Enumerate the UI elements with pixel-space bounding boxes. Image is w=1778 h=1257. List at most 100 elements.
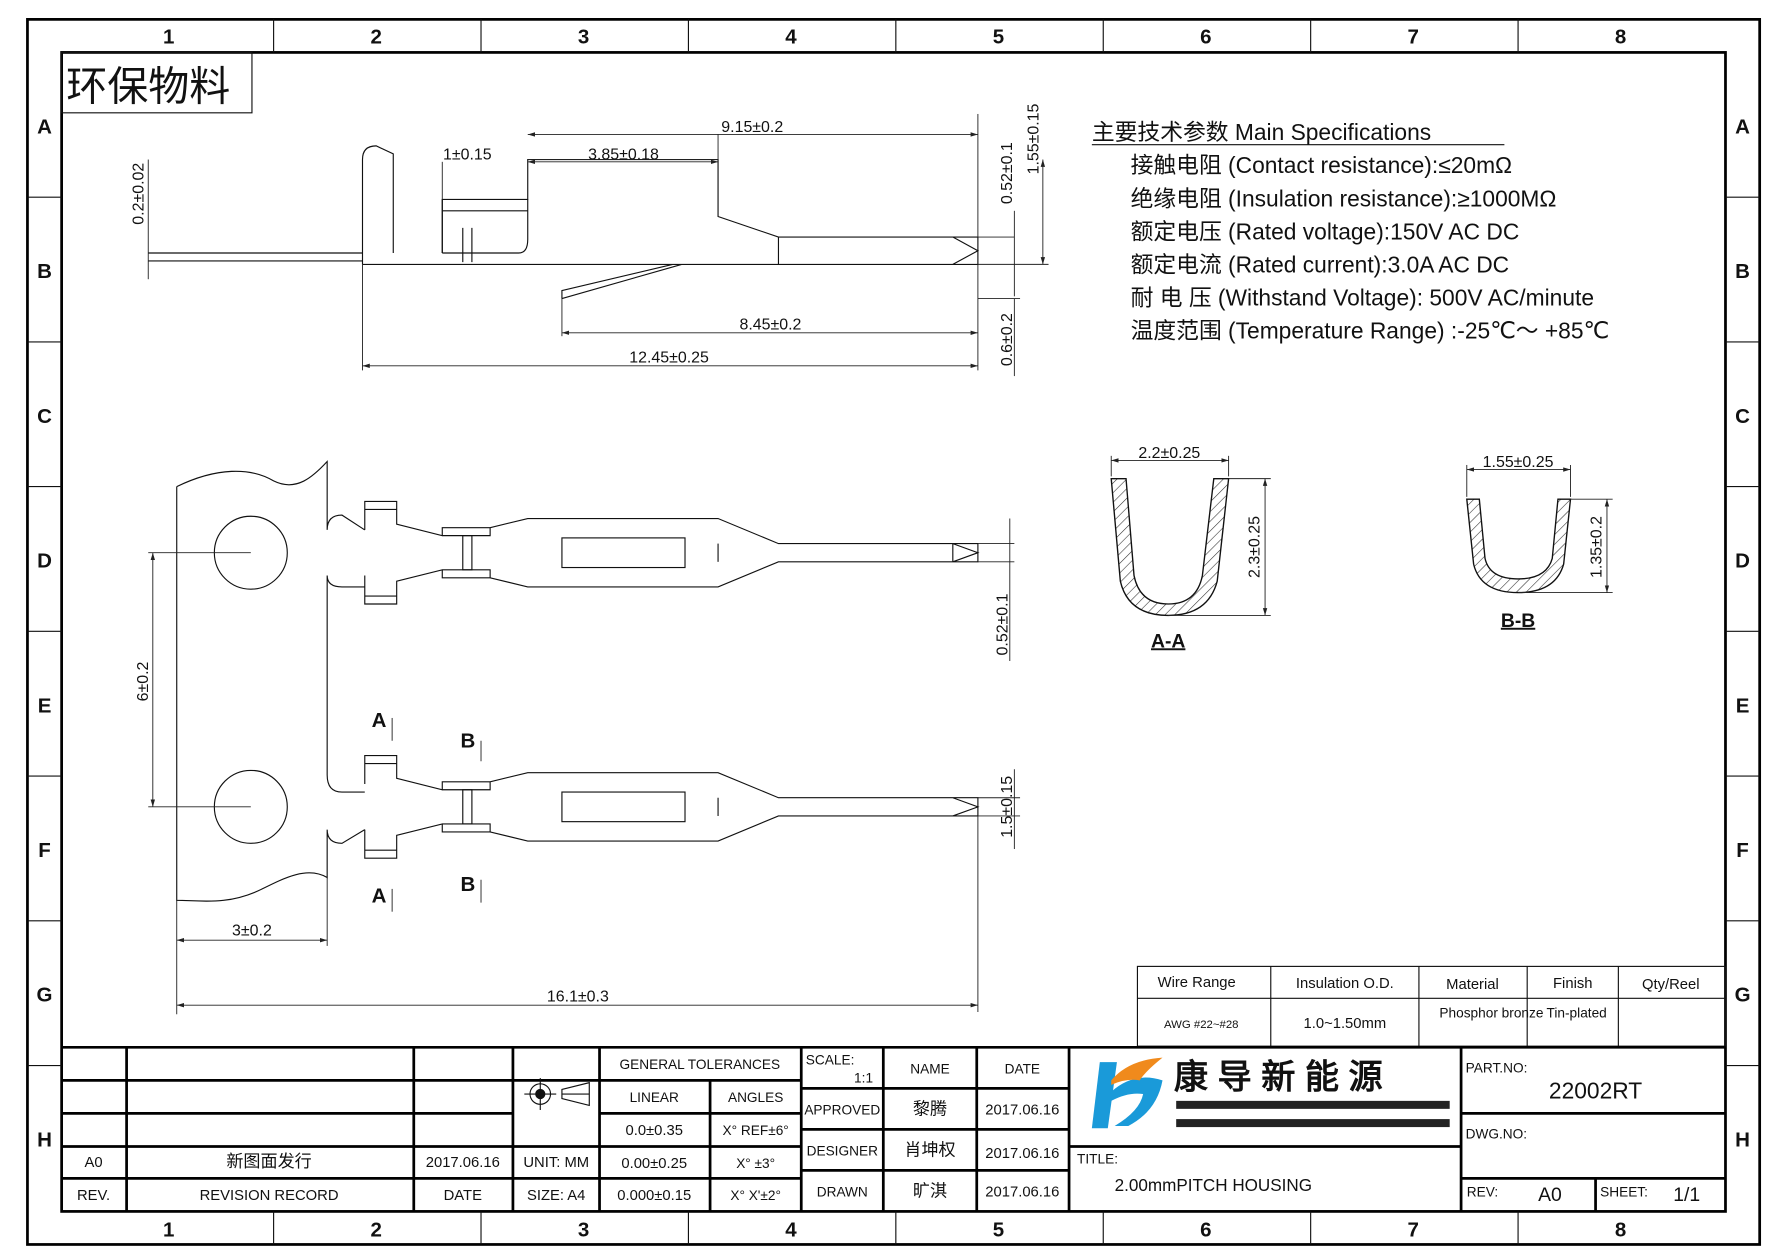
linear-tol-3: 0.000±0.15 — [617, 1188, 691, 1204]
dim-1: 1±0.15 — [443, 147, 492, 164]
dim-0-52: 0.52±0.1 — [999, 142, 1016, 204]
drawn-name: 旷淇 — [913, 1182, 947, 1201]
scale-value: 1:1 — [854, 1071, 873, 1086]
dim-0-2: 0.2±0.02 — [131, 163, 148, 225]
plan-view: 6±0.2 0.52±0.1 1.5±0.15 3±0.2 16.1±0.3 A… — [135, 460, 1021, 1015]
section-a-a: 2.2±0.25 2.3±0.25 A-A — [1110, 445, 1271, 652]
zone-col-1: 1 — [163, 25, 174, 48]
zone-col-8: 8 — [1615, 25, 1626, 48]
zone-row-d-right: D — [1735, 550, 1750, 573]
zone-row-b: B — [37, 260, 52, 283]
drawn-date: 2017.06.16 — [985, 1185, 1059, 1201]
section-mark-b-bottom: B — [461, 873, 476, 896]
side-view: 9.15±0.2 3.85±0.18 1±0.15 0.2±0.02 0.52±… — [131, 104, 1049, 377]
date-header: DATE — [1005, 1062, 1040, 1077]
finish-value: Tin-plated — [1547, 1006, 1607, 1021]
zone-row-c: C — [37, 405, 52, 428]
section-a-width: 2.2±0.25 — [1138, 445, 1200, 462]
title-label: TITLE: — [1077, 1152, 1118, 1167]
dim-12-45: 12.45±0.25 — [629, 349, 709, 366]
general-tolerances-title: GENERAL TOLERANCES — [620, 1057, 781, 1072]
zone-col-8-bottom: 8 — [1615, 1218, 1626, 1241]
spec-insulation-resistance: 绝缘电阻 (Insulation resistance):≥1000MΩ — [1131, 185, 1557, 211]
zone-col-2: 2 — [370, 25, 381, 48]
section-mark-a-bottom: A — [372, 885, 387, 908]
sheet-label: SHEET: — [1600, 1185, 1648, 1200]
insulation-od-header: Insulation O.D. — [1296, 976, 1394, 992]
zone-col-6-bottom: 6 — [1200, 1218, 1211, 1241]
zone-col-3-bottom: 3 — [578, 1218, 589, 1241]
section-a-height: 2.3±0.25 — [1246, 516, 1263, 578]
zone-col-6: 6 — [1200, 25, 1211, 48]
zone-col-7-bottom: 7 — [1408, 1218, 1419, 1241]
revision-date: 2017.06.16 — [426, 1155, 500, 1171]
spec-temperature-range: 温度范围 (Temperature Range) :-25℃～ +85℃ — [1131, 317, 1609, 343]
zone-col-3: 3 — [578, 25, 589, 48]
dim-9-15: 9.15±0.2 — [721, 119, 783, 136]
angle-tol-3: X° X'±2° — [730, 1188, 781, 1203]
angle-tol-2: X° ±3° — [736, 1156, 775, 1171]
spec-rated-voltage: 额定电压 (Rated voltage):150V AC DC — [1131, 218, 1520, 244]
section-a-label: A-A — [1151, 630, 1185, 652]
angle-tol-1: X° REF±6° — [723, 1123, 789, 1138]
zone-row-a-right: A — [1735, 115, 1750, 138]
drawn-label: DRAWN — [817, 1185, 868, 1200]
zone-row-h-right: H — [1735, 1128, 1750, 1151]
section-b-width: 1.55±0.25 — [1483, 454, 1554, 471]
zone-col-7: 7 — [1408, 25, 1419, 48]
qty-reel-header: Qty/Reel — [1642, 977, 1700, 993]
company-logo: 康 导 新 能 源 — [1091, 1057, 1450, 1129]
drawing-frame: 1 2 3 4 5 6 7 8 1 2 3 4 5 6 7 8 A B C D … — [26, 18, 1762, 1246]
designer-label: DESIGNER — [807, 1144, 878, 1159]
stamp-text: 环保物料 — [66, 63, 230, 109]
zone-row-e-right: E — [1736, 694, 1750, 717]
company-name: 康 导 新 能 源 — [1174, 1057, 1383, 1096]
zone-col-1-bottom: 1 — [163, 1218, 174, 1241]
zone-row-g-right: G — [1735, 984, 1751, 1007]
linear-tol-1: 0.0±0.35 — [625, 1123, 682, 1139]
part-no-value: 22002RT — [1549, 1078, 1642, 1104]
zone-col-5: 5 — [993, 25, 1004, 48]
zone-row-f: F — [38, 839, 51, 862]
linear-header: LINEAR — [630, 1090, 679, 1105]
rev-label: REV: — [1467, 1185, 1498, 1200]
scale-label: SCALE: — [806, 1052, 855, 1067]
zone-row-a: A — [37, 115, 52, 138]
zone-col-2-bottom: 2 — [370, 1218, 381, 1241]
wire-spec-table: Wire Range Insulation O.D. Material Fini… — [1136, 965, 1727, 1047]
designer-date: 2017.06.16 — [985, 1146, 1059, 1162]
section-b-b: 1.55±0.25 1.35±0.2 B-B — [1466, 454, 1613, 632]
sheet-value: 1/1 — [1673, 1184, 1700, 1206]
name-header: NAME — [910, 1062, 949, 1077]
wire-range-value: AWG #22~#28 — [1164, 1019, 1239, 1031]
dim-carrier: 3±0.2 — [232, 923, 272, 940]
projection-symbol-icon — [524, 1078, 590, 1110]
dim-width: 1.5±0.15 — [999, 776, 1016, 838]
rev-header: REV. — [77, 1188, 110, 1204]
revision-date-header: DATE — [444, 1188, 482, 1204]
zone-row-g: G — [37, 984, 53, 1007]
dwg-no-label: DWG.NO: — [1466, 1126, 1527, 1141]
insulation-od-value: 1.0~1.50mm — [1304, 1016, 1387, 1032]
dim-pitch: 6±0.2 — [135, 661, 152, 701]
section-b-label: B-B — [1501, 610, 1535, 632]
zone-row-h: H — [37, 1128, 52, 1151]
eco-material-stamp: 环保物料 — [61, 51, 253, 114]
spec-rated-current: 额定电流 (Rated current):3.0A AC DC — [1131, 251, 1510, 277]
rev-value: A0 — [1538, 1184, 1562, 1206]
approved-name: 黎腾 — [913, 1100, 947, 1119]
material-value: Phosphor bronze — [1439, 1006, 1543, 1021]
zone-row-e: E — [38, 694, 52, 717]
specs-title: 主要技术参数 Main Specifications — [1092, 119, 1431, 145]
designer-name: 肖坤权 — [904, 1141, 955, 1160]
zone-row-d: D — [37, 550, 52, 573]
title-block: A0 新图面发行 2017.06.16 REV. REVISION RECORD… — [61, 1045, 1726, 1212]
dim-8-45: 8.45±0.2 — [740, 316, 802, 333]
zone-row-f-right: F — [1736, 839, 1749, 862]
dim-0-6: 0.6±0.2 — [999, 313, 1016, 366]
wire-range-header: Wire Range — [1158, 975, 1236, 991]
revision-record-header: REVISION RECORD — [200, 1188, 339, 1204]
dim-pin-width: 0.52±0.1 — [995, 593, 1012, 655]
angles-header: ANGLES — [728, 1090, 783, 1105]
